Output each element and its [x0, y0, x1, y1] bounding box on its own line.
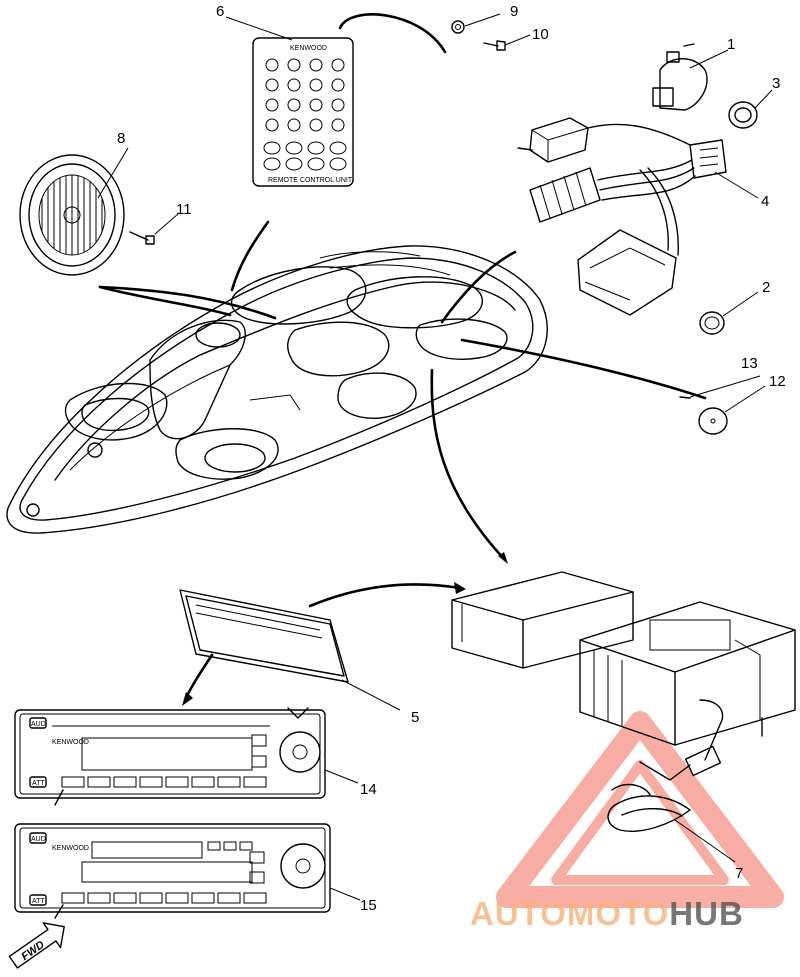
stereo15-att-label: ATT [32, 898, 45, 905]
preset-button [61, 776, 85, 788]
pin-13 [679, 396, 691, 399]
fwd-direction-marker: FWD [8, 922, 65, 969]
remote-key [287, 78, 301, 92]
watermark-text: AUTOMOTOHUB [470, 895, 744, 932]
callout-12: 12 [769, 373, 786, 390]
callout-13: 13 [741, 355, 758, 372]
remote-key [285, 141, 303, 155]
remote-key [309, 58, 323, 72]
preset-button [243, 892, 267, 904]
remote-key [307, 157, 325, 171]
remote-key [307, 141, 325, 155]
watermark-moto: MOTO [567, 895, 669, 932]
grommet-3 [728, 101, 758, 129]
stereo-front-14: AUD KENWOOD ATT [14, 707, 326, 806]
stereo-front-15: AUD KENWOOD ATT [14, 823, 331, 919]
callout-7: 7 [735, 865, 743, 882]
speaker-grille [19, 154, 125, 276]
remote-control: KENWOOD REMOTE CONTROL UNIT [252, 37, 354, 187]
remote-key [287, 98, 301, 112]
callout-11: 11 [176, 201, 192, 218]
preset-button [165, 776, 189, 788]
screw-11 [129, 231, 155, 245]
preset-button [113, 776, 137, 788]
leader-lines [97, 13, 773, 901]
remote-key [309, 98, 323, 112]
callout-labels: 6 9 10 1 3 8 11 4 2 13 12 5 14 15 7 [117, 3, 786, 914]
stereo14-brand: KENWOOD [52, 739, 89, 746]
remote-brand: KENWOOD [290, 45, 327, 52]
remote-key [287, 118, 301, 132]
preset-button [87, 776, 111, 788]
preset-button [191, 892, 215, 904]
callout-5: 5 [411, 709, 419, 726]
screw-10 [483, 40, 506, 51]
callout-14: 14 [360, 781, 377, 798]
head-unit-chassis [579, 601, 796, 761]
preset-button [217, 892, 241, 904]
watermark-auto: AUTO [470, 895, 567, 932]
remote-key [309, 78, 323, 92]
preset-button [113, 892, 137, 904]
svg-text:AUTOMOTOHUB: AUTOMOTOHUB [470, 895, 744, 932]
nut-9 [451, 20, 465, 34]
preset-button [217, 776, 241, 788]
preset-button [139, 776, 163, 788]
remote-footer: REMOTE CONTROL UNIT [268, 177, 353, 184]
remote-key [331, 78, 345, 92]
remote-key [309, 118, 323, 132]
wire-harness [517, 117, 727, 316]
watermark-hub: HUB [669, 895, 744, 932]
face-plate [179, 589, 349, 683]
stereo14-aud-label: AUD [31, 721, 46, 728]
stereo15-brand: KENWOOD [52, 845, 89, 852]
remote-keypad [263, 58, 347, 171]
callout-15: 15 [360, 897, 377, 914]
remote-key [265, 78, 279, 92]
preset-button [139, 892, 163, 904]
preset-button [165, 892, 189, 904]
remote-key [287, 58, 301, 72]
clamp-2 [699, 311, 725, 335]
callout-2: 2 [762, 279, 770, 296]
stereo15-aud-label: AUD [31, 836, 46, 843]
cover-12 [698, 407, 728, 435]
callout-10: 10 [532, 26, 549, 43]
remote-key [331, 58, 345, 72]
remote-key [331, 98, 345, 112]
remote-key [263, 157, 281, 171]
callout-9: 9 [510, 3, 518, 20]
callout-4: 4 [761, 193, 769, 210]
preset-button [243, 776, 267, 788]
stereo14-att-label: ATT [32, 780, 45, 787]
mounting-sleeve [451, 571, 634, 669]
preset-button [61, 892, 85, 904]
remote-key [285, 157, 303, 171]
callout-3: 3 [772, 75, 780, 92]
remote-key [329, 141, 347, 155]
antenna-cable [607, 745, 722, 832]
remote-key [331, 118, 345, 132]
preset-button [191, 776, 215, 788]
assembly-lines [98, 13, 707, 706]
callout-8: 8 [117, 130, 125, 147]
preset-button [87, 892, 111, 904]
watermark-logo [496, 711, 784, 908]
switch-bracket [652, 43, 708, 111]
remote-key [265, 118, 279, 132]
callout-6: 6 [216, 3, 224, 20]
callout-1: 1 [727, 36, 735, 53]
boat-hull [6, 245, 548, 534]
remote-key [263, 141, 281, 155]
remote-key [265, 58, 279, 72]
remote-key [265, 98, 279, 112]
fwd-label: FWD [19, 939, 46, 963]
remote-key [329, 157, 347, 171]
